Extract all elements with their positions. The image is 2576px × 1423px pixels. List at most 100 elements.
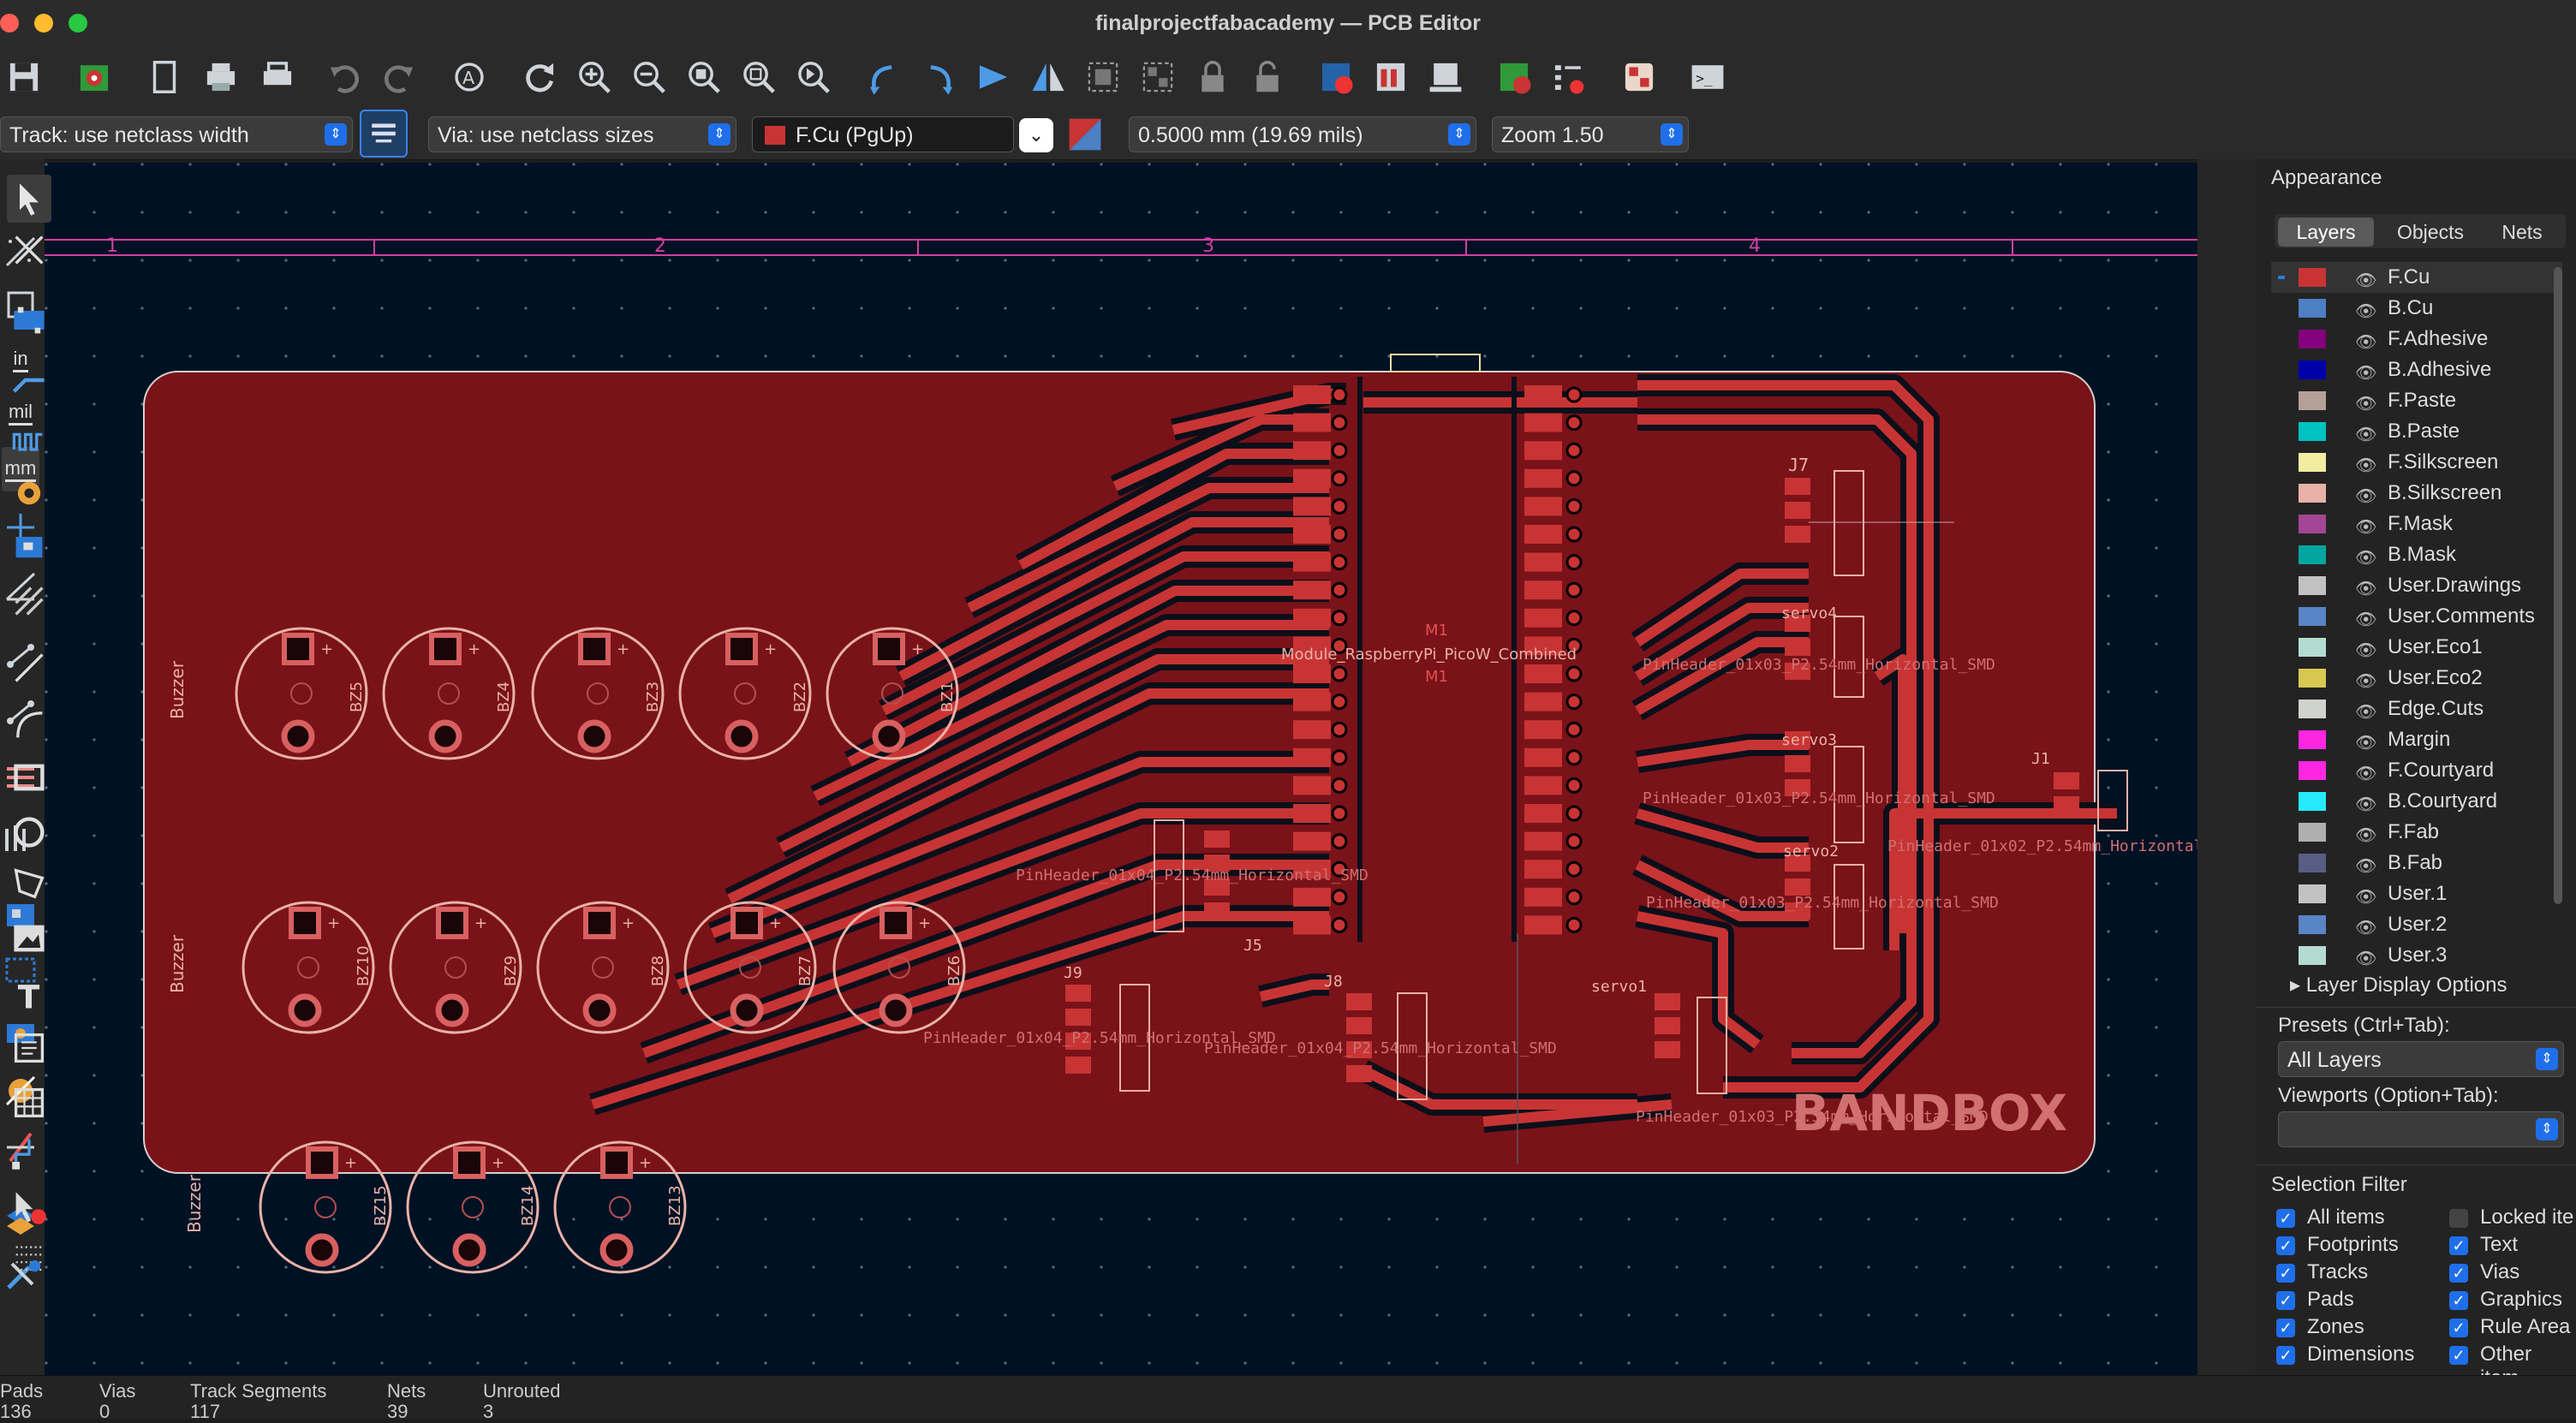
select-tool[interactable] xyxy=(7,175,51,223)
layer-color-swatch[interactable] xyxy=(2299,884,2326,903)
line-tool[interactable] xyxy=(7,644,51,692)
delete-tool[interactable] xyxy=(7,1183,51,1231)
layer-select[interactable]: F.Cu (PgUp) xyxy=(752,116,1014,152)
lock-button[interactable] xyxy=(1189,53,1237,101)
arc-tool[interactable] xyxy=(7,700,51,748)
drc-button[interactable] xyxy=(1490,53,1538,101)
units-mil-button[interactable]: mil xyxy=(2,390,39,435)
zoom-fit-button[interactable] xyxy=(680,53,728,101)
eye-icon[interactable]: 👁 xyxy=(2355,549,2377,568)
layer-row-b-silkscreen[interactable]: 👁B.Silkscreen xyxy=(2271,478,2562,509)
tab-layers[interactable]: Layers xyxy=(2278,217,2374,247)
ratsnest-toggle[interactable] xyxy=(2,634,39,678)
via-size-select[interactable]: Via: use netclass sizes⇕ xyxy=(428,116,736,152)
eye-icon[interactable]: 👁 xyxy=(2355,456,2377,475)
zoom-selection-button[interactable] xyxy=(790,53,838,101)
zoom-window-button[interactable] xyxy=(69,14,87,33)
eye-icon[interactable]: 👁 xyxy=(2355,395,2377,414)
layer-row-user-3[interactable]: 👁User.3 xyxy=(2271,940,2562,971)
layer-color-swatch[interactable] xyxy=(2299,854,2326,872)
local-ratsnest-tool[interactable] xyxy=(7,226,51,274)
tab-nets[interactable]: Nets xyxy=(2501,221,2543,243)
board-setup-button[interactable] xyxy=(70,53,118,101)
eye-icon[interactable]: 👁 xyxy=(2355,610,2377,629)
update-pcb-button[interactable] xyxy=(1312,53,1360,101)
layer-row-b-adhesive[interactable]: 👁B.Adhesive xyxy=(2271,354,2562,385)
eye-icon[interactable]: 👁 xyxy=(2355,518,2377,537)
polar-grid-toggle[interactable] xyxy=(2,229,39,274)
zoom-out-button[interactable] xyxy=(625,53,673,101)
image-tool[interactable] xyxy=(7,914,51,962)
layer-row-b-cu[interactable]: 👁B.Cu xyxy=(2271,293,2562,324)
layer-display-options-toggle[interactable]: ▸ Layer Display Options xyxy=(2290,973,2507,997)
layer-row-b-courtyard[interactable]: 👁B.Courtyard xyxy=(2271,786,2562,817)
eye-icon[interactable]: 👁 xyxy=(2355,888,2377,907)
layer-list-scrollbar[interactable] xyxy=(2554,267,2562,904)
tab-objects[interactable]: Objects xyxy=(2397,221,2464,243)
layer-row-f-paste[interactable]: 👁F.Paste xyxy=(2271,385,2562,416)
layer-row-f-cu[interactable]: 👁F.Cu xyxy=(2271,262,2562,293)
checkbox[interactable] xyxy=(2449,1209,2468,1228)
layer-row-f-courtyard[interactable]: 👁F.Courtyard xyxy=(2271,755,2562,786)
zoom-select[interactable]: Zoom 1.50⇕ xyxy=(1492,116,1689,152)
auto-track-width-button[interactable] xyxy=(360,110,408,158)
units-in-button[interactable]: in xyxy=(2,337,39,382)
layer-row-user-1[interactable]: 👁User.1 xyxy=(2271,878,2562,909)
python-console-button[interactable]: >_ xyxy=(1684,53,1732,101)
layer-color-swatch[interactable] xyxy=(2299,360,2326,379)
layer-color-swatch[interactable] xyxy=(2299,946,2326,965)
layer-row-edge-cuts[interactable]: 👁Edge.Cuts xyxy=(2271,694,2562,724)
checkbox[interactable]: ✓ xyxy=(2276,1209,2295,1228)
eye-icon[interactable]: 👁 xyxy=(2355,734,2377,753)
layer-color-swatch[interactable] xyxy=(2299,761,2326,780)
cursor-toggle[interactable] xyxy=(2,505,39,550)
layer-pair-button[interactable] xyxy=(1062,113,1108,156)
ungroup-button[interactable] xyxy=(1134,53,1182,101)
plot-button[interactable] xyxy=(253,53,301,101)
layer-color-swatch[interactable] xyxy=(2299,915,2326,934)
layer-color-swatch[interactable] xyxy=(2299,422,2326,441)
layer-color-swatch[interactable] xyxy=(2299,453,2326,472)
eye-icon[interactable]: 👁 xyxy=(2355,672,2377,691)
unlock-button[interactable] xyxy=(1243,53,1291,101)
layer-row-f-silkscreen[interactable]: 👁F.Silkscreen xyxy=(2271,447,2562,478)
layer-row-b-paste[interactable]: 👁B.Paste xyxy=(2271,416,2562,447)
text-box-tool[interactable] xyxy=(7,1024,51,1072)
checkbox[interactable]: ✓ xyxy=(2449,1291,2468,1310)
checkbox[interactable]: ✓ xyxy=(2449,1236,2468,1255)
layer-color-swatch[interactable] xyxy=(2299,700,2326,718)
checkbox[interactable]: ✓ xyxy=(2276,1236,2295,1255)
page-setup-button[interactable] xyxy=(140,53,188,101)
layer-color-swatch[interactable] xyxy=(2299,792,2326,811)
zone-outline-toggle[interactable] xyxy=(2,947,39,991)
layer-row-user-comments[interactable]: 👁User.Comments xyxy=(2271,601,2562,632)
find-button[interactable]: A xyxy=(445,53,493,101)
mirror-button[interactable] xyxy=(1024,53,1072,101)
rectangle-tool[interactable] xyxy=(7,753,51,801)
close-window-button[interactable] xyxy=(0,14,19,33)
minimize-window-button[interactable] xyxy=(34,14,53,33)
group-button[interactable] xyxy=(1079,53,1127,101)
dimension-tool[interactable] xyxy=(7,1128,51,1176)
layer-color-swatch[interactable] xyxy=(2299,484,2326,503)
checkbox[interactable]: ✓ xyxy=(2449,1319,2468,1337)
layer-color-swatch[interactable] xyxy=(2299,299,2326,318)
rotate-cw-button[interactable] xyxy=(915,53,963,101)
eye-icon[interactable]: 👁 xyxy=(2355,826,2377,845)
flip-button[interactable] xyxy=(969,53,1017,101)
layer-color-swatch[interactable] xyxy=(2299,391,2326,410)
rule-area-tool[interactable] xyxy=(7,577,51,625)
netlist-button[interactable] xyxy=(1545,53,1593,101)
layer-row-margin[interactable]: 👁Margin xyxy=(2271,724,2562,755)
footprint-editor-button[interactable] xyxy=(1367,53,1415,101)
layer-color-swatch[interactable] xyxy=(2299,638,2326,657)
presets-select[interactable]: All Layers⇕ xyxy=(2278,1041,2564,1077)
layer-color-swatch[interactable] xyxy=(2299,330,2326,348)
checkbox[interactable]: ✓ xyxy=(2276,1319,2295,1337)
layer-row-f-mask[interactable]: 👁F.Mask xyxy=(2271,509,2562,539)
tune-length-tool[interactable] xyxy=(7,416,51,464)
eye-icon[interactable]: 👁 xyxy=(2355,487,2377,506)
grid-select[interactable]: 0.5000 mm (19.69 mils)⇕ xyxy=(1129,116,1476,152)
layer-color-swatch[interactable] xyxy=(2299,730,2326,749)
eye-icon[interactable]: 👁 xyxy=(2355,857,2377,876)
